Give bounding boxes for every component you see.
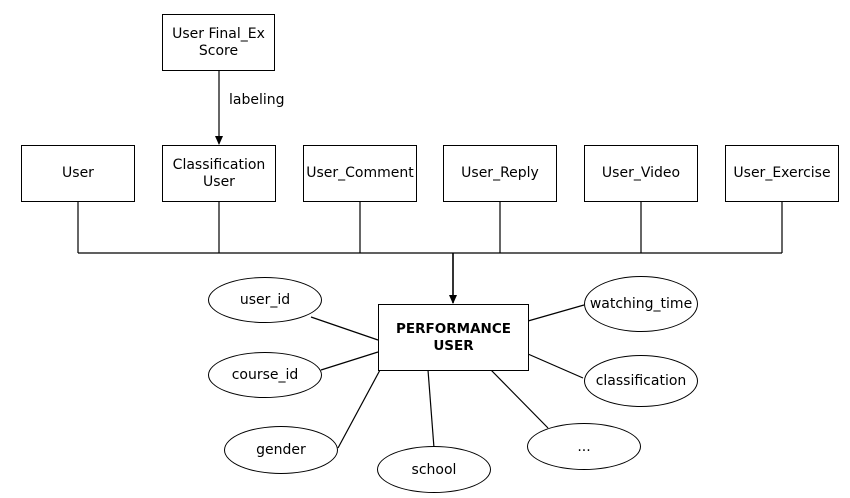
user-final-ex-score-box: User Final_Ex Score — [162, 14, 275, 71]
attr-connector-watching-time — [527, 304, 585, 322]
attr-user-id: user_id — [208, 277, 322, 323]
attr-connector-school — [427, 369, 435, 449]
performance-user-box: PERFORMANCE USER — [378, 304, 529, 371]
attr-connector-gender — [337, 369, 381, 449]
attr-connector-ellipsis — [490, 369, 549, 429]
user-exercise-box: User_Exercise — [725, 145, 839, 202]
attr-gender: gender — [224, 426, 338, 474]
user-video-box: User_Video — [584, 145, 698, 202]
attr-connector-course-id — [320, 351, 379, 371]
user-comment-box: User_Comment — [303, 145, 417, 202]
classification-user-box: Classification User — [162, 145, 276, 202]
attr-ellipsis: ... — [527, 423, 641, 470]
attr-course-id: course_id — [208, 352, 322, 398]
attr-connector-user-id — [310, 316, 379, 341]
attr-school: school — [377, 446, 491, 493]
user-box: User — [21, 145, 135, 202]
attr-classification: classification — [584, 355, 698, 407]
attr-watching-time: watching_time — [584, 276, 698, 332]
labeling-edge-label: labeling — [229, 92, 285, 108]
user-reply-box: User_Reply — [443, 145, 557, 202]
attr-connector-classification — [527, 353, 584, 379]
